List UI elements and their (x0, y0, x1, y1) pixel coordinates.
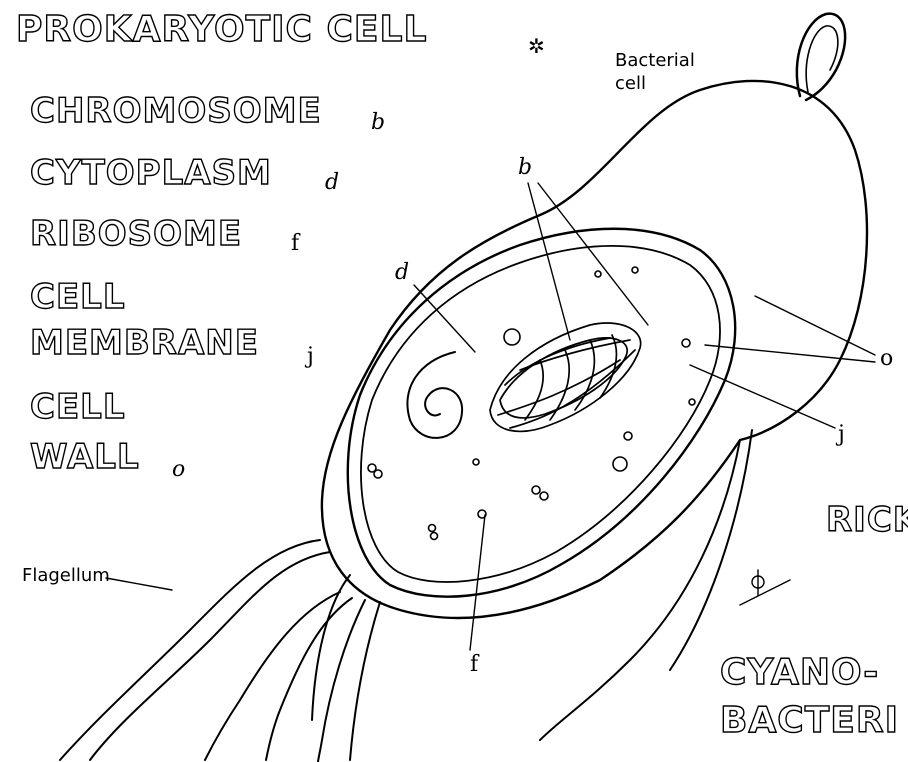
legend-cell-wall-letter: o (172, 459, 185, 481)
flagellum-label: Flagellum (22, 567, 110, 586)
label-f: f (470, 654, 478, 676)
legend-cell-wall-line1: CELL (30, 390, 126, 424)
title-mark: ✲ (528, 36, 545, 56)
heading-cyano-line1: CYANO- (720, 655, 879, 691)
legend-cell-membrane-line2: MEMBRANE (30, 326, 259, 360)
legend-ribosome: RIBOSOME (30, 217, 242, 251)
bacterial-cell-label-line1: Bacterial (615, 52, 695, 71)
legend-cytoplasm-letter: d (325, 172, 339, 194)
legend-cell-wall-line2: WALL (30, 440, 140, 474)
heading-cyano-line2: BACTERI (720, 703, 899, 739)
legend-ribosome-letter: f (291, 233, 299, 255)
legend-cytoplasm: CYTOPLASM (30, 156, 272, 190)
pilus-loop (797, 14, 845, 100)
heading-rick: RICK (826, 503, 908, 537)
legend-chromosome-letter: b (371, 112, 385, 134)
label-o: o (880, 348, 893, 370)
label-d: d (395, 262, 409, 284)
chromosome-nucleoid (490, 323, 641, 431)
page-title: PROKARYOTIC CELL (16, 12, 427, 48)
label-j: j (838, 424, 845, 446)
flagella (60, 430, 752, 762)
legend-chromosome: CHROMOSOME (30, 94, 322, 128)
bacterial-cell-label-line2: cell (615, 75, 646, 94)
label-b: b (518, 157, 532, 179)
cell-outline (322, 81, 867, 618)
legend-cell-membrane-line1: CELL (30, 280, 126, 314)
legend-cell-membrane-letter: j (307, 346, 314, 368)
mesosome (407, 352, 462, 438)
